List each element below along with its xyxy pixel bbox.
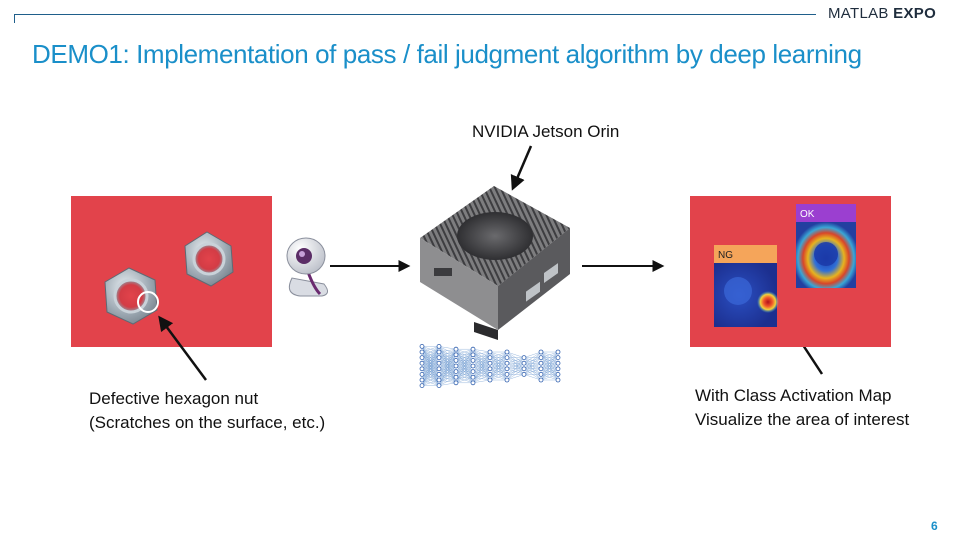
nn-node [504, 377, 510, 383]
nn-node [538, 366, 544, 372]
nn-node [555, 349, 561, 355]
nn-node [419, 344, 425, 349]
nn-node [453, 346, 459, 352]
nn-node [470, 380, 476, 386]
cam-result-photo: OK NG [690, 196, 891, 347]
nn-node [453, 363, 459, 369]
device-label: NVIDIA Jetson Orin [472, 122, 620, 141]
nn-node [470, 357, 476, 363]
nn-node [538, 355, 544, 361]
cam-caption-line1: With Class Activation Map [695, 386, 892, 405]
nut-caption-line2: (Scratches on the surface, etc.) [89, 413, 326, 432]
nn-node [555, 355, 561, 361]
neural-network-icon [414, 340, 570, 392]
webcam-icon [278, 232, 336, 300]
nn-node [453, 352, 459, 358]
nn-node [436, 372, 442, 377]
nn-node [521, 360, 527, 366]
nn-node [436, 349, 442, 355]
nn-node [555, 377, 561, 383]
nn-node [470, 352, 476, 358]
nn-node [436, 360, 442, 366]
nn-node [538, 360, 544, 366]
nn-node [555, 366, 561, 372]
header-rule-tick [14, 14, 15, 23]
nn-node [436, 377, 442, 383]
cam-caption-line2: Visualize the area of interest [695, 410, 910, 429]
nn-node [538, 377, 544, 383]
ng-label-bg [714, 245, 777, 263]
header-rule [14, 14, 816, 15]
nn-node [419, 355, 425, 361]
nn-node [487, 360, 493, 366]
ok-label: OK [800, 209, 815, 220]
nn-node [504, 360, 510, 366]
device-label-pointer [510, 145, 533, 191]
nn-node [538, 372, 544, 377]
ok-label-bg [796, 204, 856, 222]
nn-node [487, 355, 493, 361]
nn-node [504, 372, 510, 377]
ng-label: NG [718, 250, 733, 261]
nn-node [521, 366, 527, 372]
jetson-device [414, 182, 574, 340]
nn-node [470, 346, 476, 352]
nn-node [470, 369, 476, 375]
nn-node [487, 349, 493, 355]
nn-node [470, 374, 476, 380]
nn-node [453, 374, 459, 380]
nn-node [487, 377, 493, 383]
nn-node [453, 369, 459, 375]
nn-node [487, 372, 493, 377]
nn-node [436, 355, 442, 361]
nn-node [419, 366, 425, 372]
page-number: 6 [931, 519, 938, 533]
nn-node [470, 363, 476, 369]
nn-node [504, 366, 510, 372]
defect-marker-circle [137, 291, 159, 313]
defect-pointer [158, 315, 208, 381]
nn-node [453, 357, 459, 363]
nn-node [419, 360, 425, 366]
nn-node [555, 360, 561, 366]
nn-node [521, 355, 527, 361]
slide-title: DEMO1: Implementation of pass / fail jud… [32, 39, 862, 69]
nn-node [538, 349, 544, 355]
nn-node [419, 349, 425, 355]
nn-node [555, 372, 561, 377]
nut-caption-line1: Defective hexagon nut [89, 389, 259, 408]
matlab-expo-logo: MATLAB EXPO [828, 5, 937, 22]
nn-node [436, 383, 442, 388]
nn-node [487, 366, 493, 372]
nn-node [504, 349, 510, 355]
nn-node [436, 344, 442, 349]
nn-node [419, 377, 425, 383]
nn-node [436, 366, 442, 372]
nn-node [419, 383, 425, 388]
nn-node [453, 380, 459, 386]
nn-node [419, 372, 425, 377]
nn-node [521, 372, 527, 377]
nn-node [504, 355, 510, 361]
